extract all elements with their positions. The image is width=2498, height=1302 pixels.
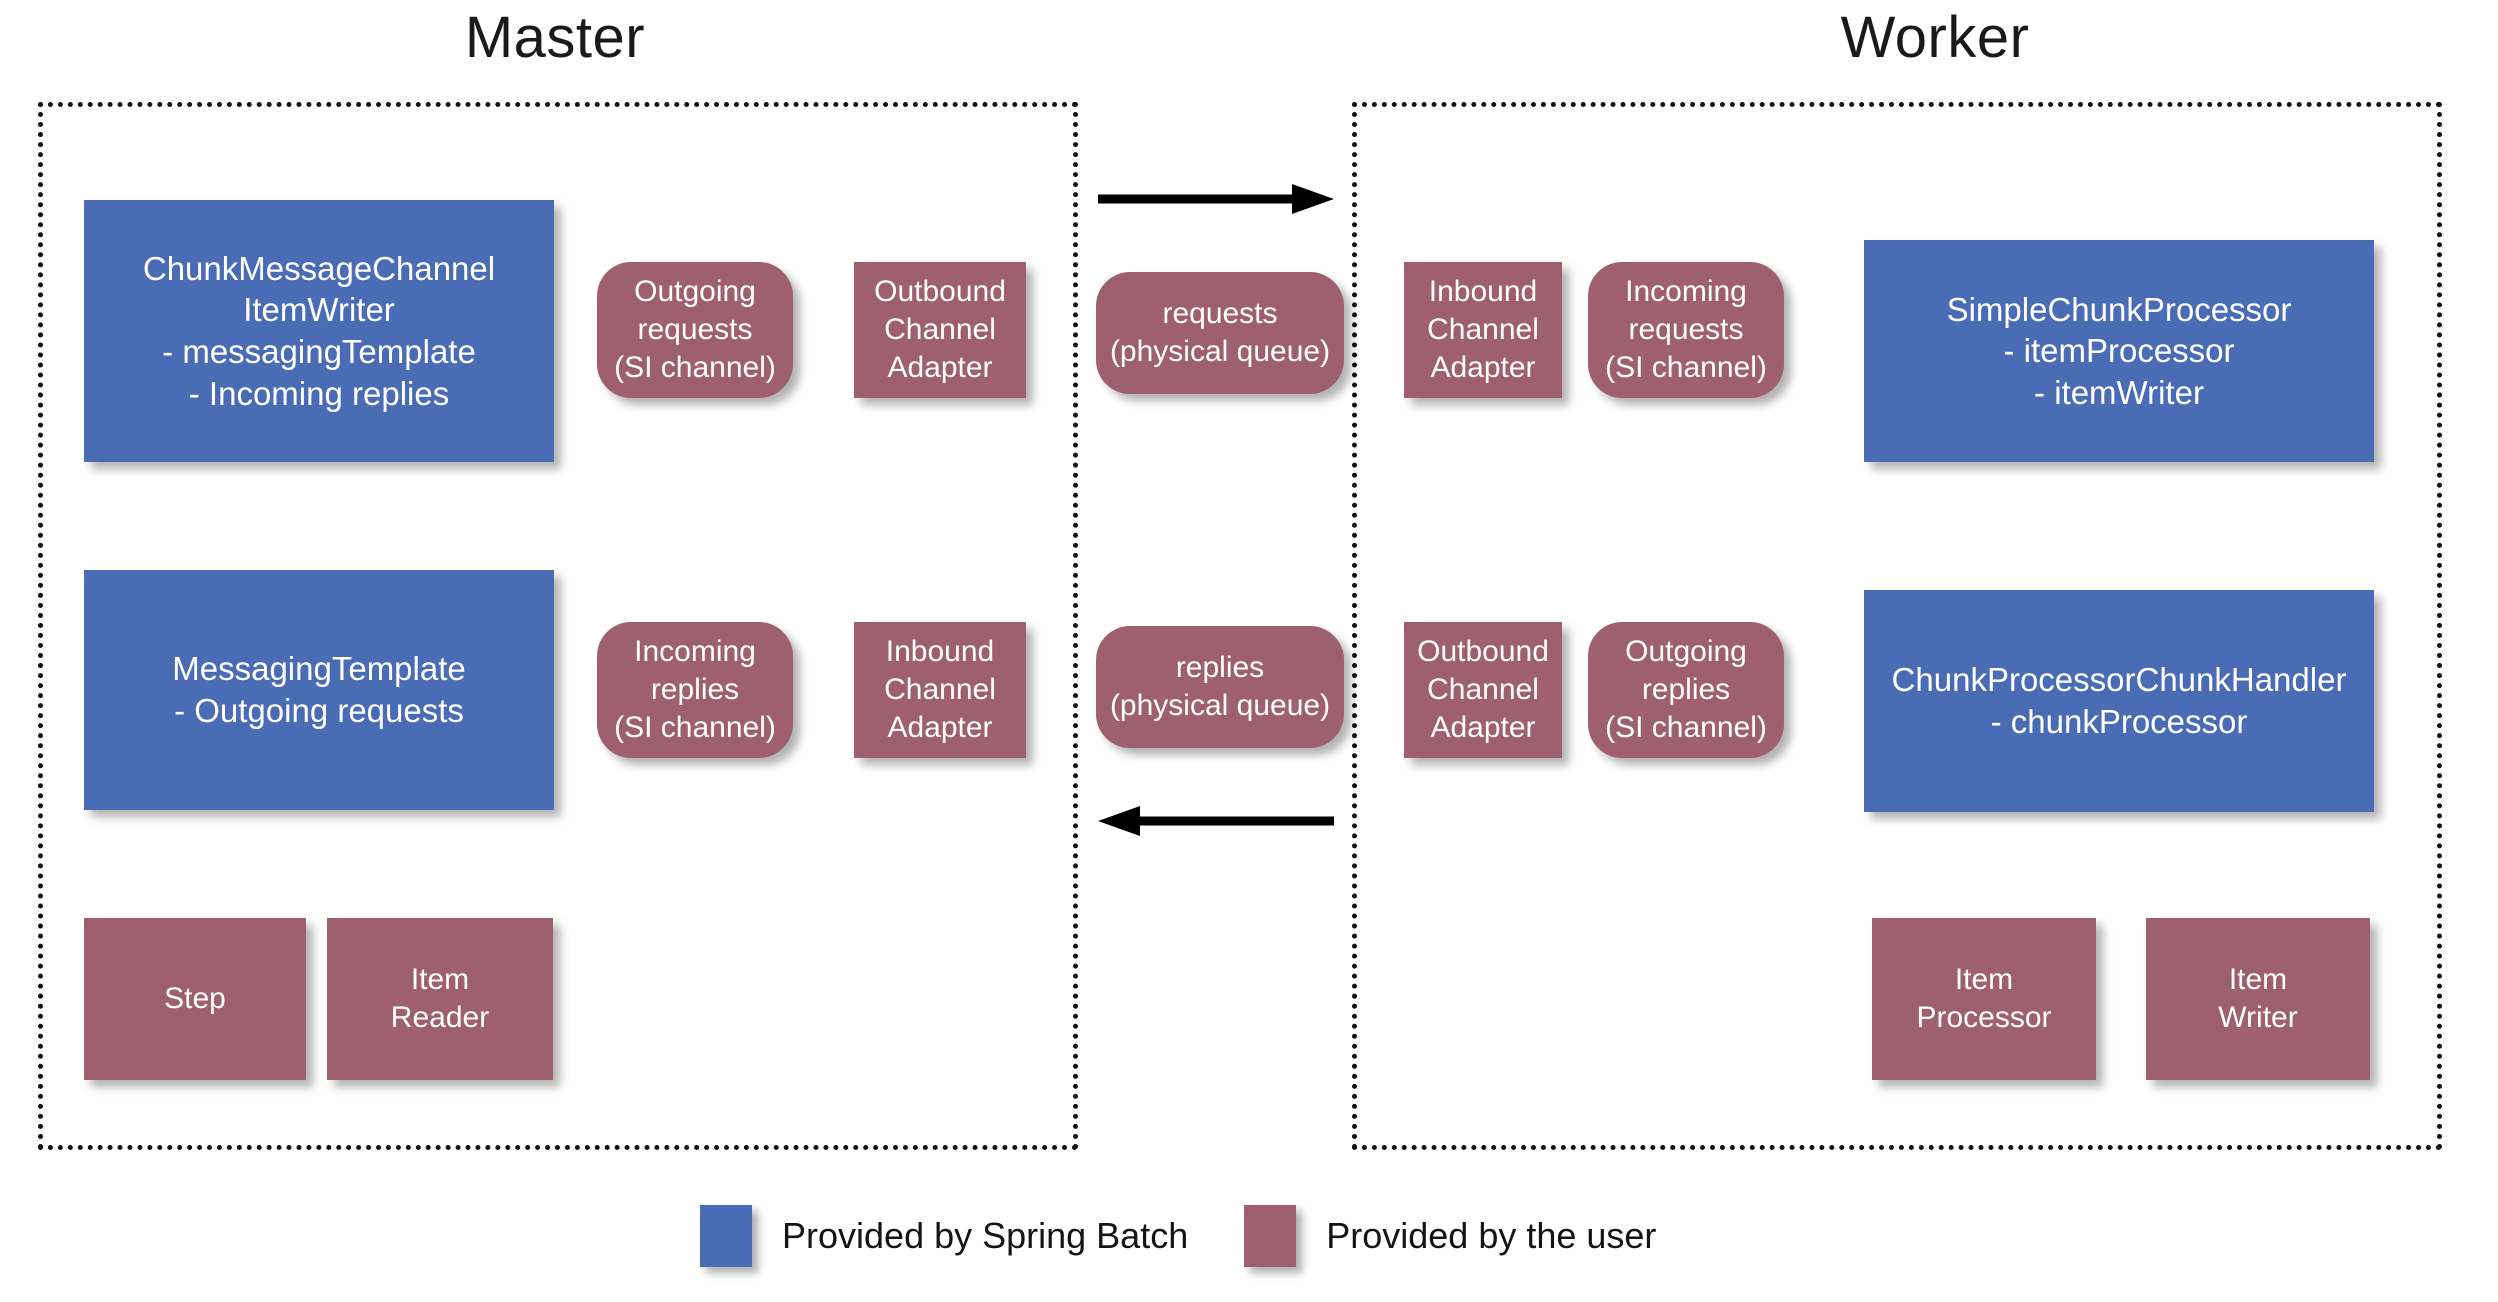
arrow-requests-to-worker (1096, 178, 1336, 220)
node-label: ChunkMessageChannel ItemWriter - messagi… (142, 249, 496, 412)
node-master-outgoing-requests-si-channel[interactable]: Outgoing requests (SI channel) (597, 262, 793, 398)
legend: Provided by Spring Batch Provided by the… (700, 1196, 1800, 1276)
node-messaging-template[interactable]: MessagingTemplate - Outgoing requests (84, 570, 554, 810)
node-label: requests (physical queue) (1109, 297, 1331, 368)
node-label: ChunkProcessorChunkHandler - chunkProces… (1891, 661, 2347, 740)
legend-swatch-spring-batch-icon (700, 1205, 752, 1267)
node-chunk-message-channel-item-writer[interactable]: ChunkMessageChannel ItemWriter - messagi… (84, 200, 554, 462)
node-label: Item Writer (2218, 963, 2298, 1034)
node-item-writer[interactable]: Item Writer (2146, 918, 2370, 1080)
node-label: Outgoing requests (SI channel) (614, 275, 776, 384)
panel-title-worker: Worker (1840, 5, 2030, 70)
legend-label: Provided by the user (1326, 1215, 1657, 1256)
node-label: Item Reader (390, 963, 490, 1034)
node-simple-chunk-processor[interactable]: SimpleChunkProcessor - itemProcessor - i… (1864, 240, 2374, 462)
node-master-inbound-channel-adapter[interactable]: Inbound Channel Adapter (854, 622, 1026, 758)
node-master-outbound-channel-adapter[interactable]: Outbound Channel Adapter (854, 262, 1026, 398)
node-label: Outbound Channel Adapter (1417, 635, 1549, 744)
node-label: Outbound Channel Adapter (874, 275, 1006, 384)
legend-swatch-user-icon (1244, 1205, 1297, 1267)
panel-title-master: Master (464, 5, 646, 70)
master-panel-frame (38, 102, 1078, 1150)
node-replies-physical-queue[interactable]: replies (physical queue) (1096, 626, 1344, 748)
arrow-replies-to-master (1096, 800, 1336, 842)
legend-item-user: Provided by the user (1244, 1205, 1656, 1267)
node-item-reader[interactable]: Item Reader (327, 918, 553, 1080)
node-label: SimpleChunkProcessor - itemProcessor - i… (1946, 290, 2292, 411)
legend-label: Provided by Spring Batch (782, 1215, 1189, 1256)
node-label: Outgoing replies (SI channel) (1605, 635, 1767, 744)
node-step[interactable]: Step (84, 918, 306, 1080)
node-label: Step (164, 982, 226, 1016)
node-chunk-processor-chunk-handler[interactable]: ChunkProcessorChunkHandler - chunkProces… (1864, 590, 2374, 812)
legend-item-spring-batch: Provided by Spring Batch (700, 1205, 1188, 1267)
node-requests-physical-queue[interactable]: requests (physical queue) (1096, 272, 1344, 394)
node-worker-outgoing-replies-si-channel[interactable]: Outgoing replies (SI channel) (1588, 622, 1784, 758)
node-item-processor[interactable]: Item Processor (1872, 918, 2096, 1080)
node-label: Incoming requests (SI channel) (1605, 275, 1767, 384)
node-worker-inbound-channel-adapter[interactable]: Inbound Channel Adapter (1404, 262, 1562, 398)
node-label: Item Processor (1916, 963, 2052, 1034)
node-worker-outbound-channel-adapter[interactable]: Outbound Channel Adapter (1404, 622, 1562, 758)
node-label: replies (physical queue) (1109, 651, 1331, 722)
node-master-incoming-replies-si-channel[interactable]: Incoming replies (SI channel) (597, 622, 793, 758)
node-worker-incoming-requests-si-channel[interactable]: Incoming requests (SI channel) (1588, 262, 1784, 398)
node-label: MessagingTemplate - Outgoing requests (172, 650, 466, 729)
node-label: Incoming replies (SI channel) (614, 635, 776, 744)
node-label: Inbound Channel Adapter (1427, 275, 1539, 384)
node-label: Inbound Channel Adapter (884, 635, 996, 744)
worker-panel-frame (1352, 102, 2442, 1150)
